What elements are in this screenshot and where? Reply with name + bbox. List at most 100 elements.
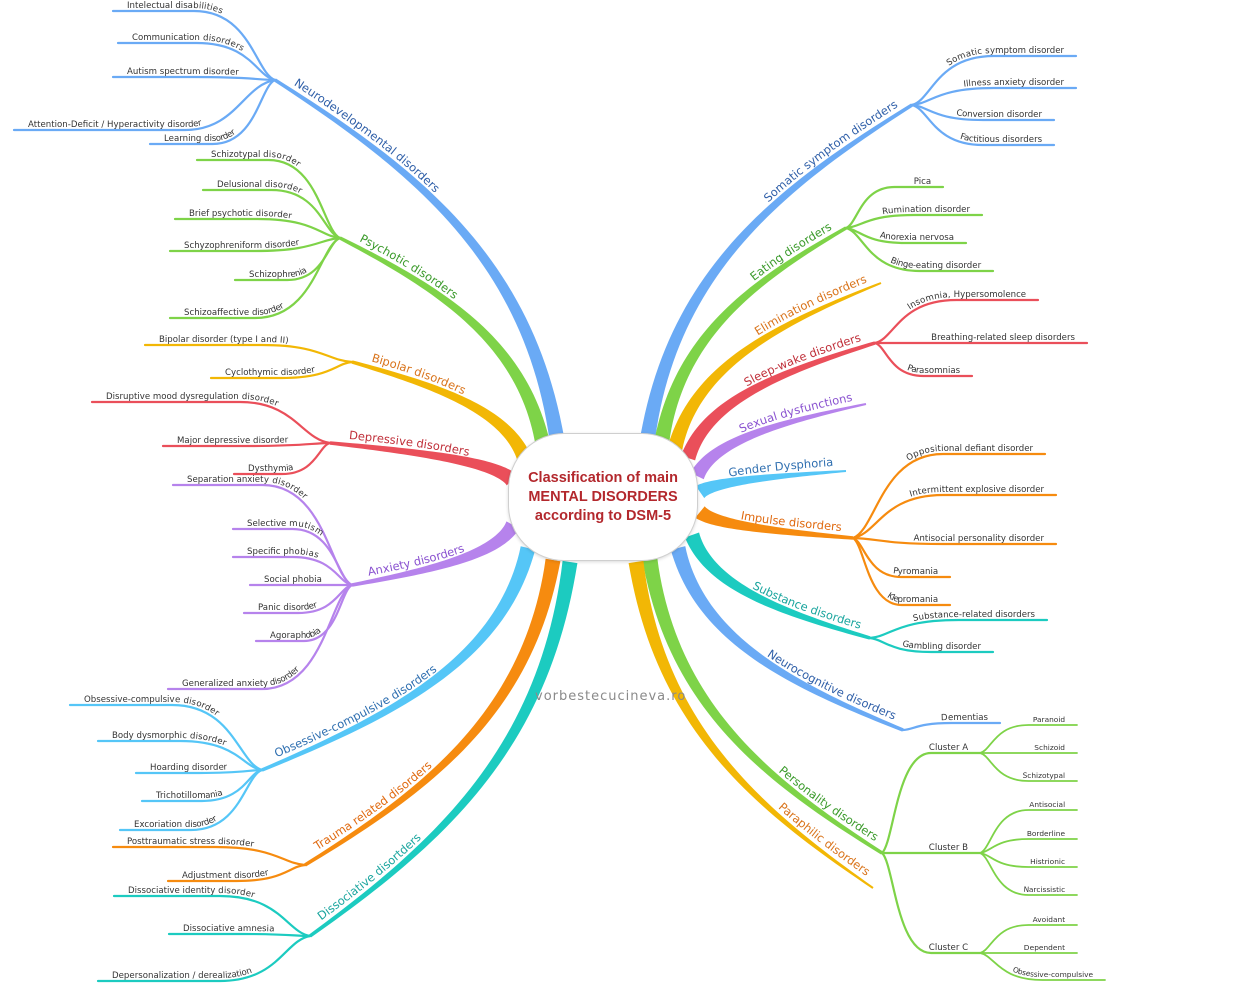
subtopic-schizotypal[interactable]: Schizotypal: [1022, 771, 1065, 780]
branch-label[interactable]: Somatic symptom disorders: [761, 97, 900, 205]
subtopic-obsessive-compulsive-text: Obsessive-compulsive: [1012, 965, 1094, 979]
subtopic-binge-eating-disorder[interactable]: Binge-eating disorder: [889, 256, 982, 271]
subtopic-separation-anxiety-disorder[interactable]: Separation anxiety disorder: [187, 475, 309, 502]
subtopic-agoraphobia[interactable]: Agoraphobia: [270, 626, 323, 641]
branch-label[interactable]: Psychotic disorders: [358, 231, 461, 302]
subtopic-schizoid[interactable]: Schizoid: [1034, 743, 1065, 752]
subtopic-rumination-disorder[interactable]: Rumination disorder: [882, 205, 971, 217]
subtopic-attention-deficit-hyperactivity-disorder[interactable]: Attention-Deficit / Hyperactivity disord…: [28, 118, 203, 130]
subtopic-schizoid-text: Schizoid: [1034, 743, 1065, 752]
subtopic-agoraphobia-text: Agoraphobia: [270, 626, 323, 641]
subtopic-major-depressive-disorder[interactable]: Major depressive disorder: [177, 435, 289, 446]
subtopic-major-depressive-disorder-text: Major depressive disorder: [177, 435, 289, 446]
subtopic-narcissistic[interactable]: Narcissistic: [1023, 885, 1065, 894]
connector-line: [851, 452, 1047, 540]
subtopic-excoriation-disorder[interactable]: Excoriation disorder: [134, 814, 219, 830]
subtopic-adjustment-disorder[interactable]: Adjustment disorder: [182, 868, 270, 881]
subtopic-antisocial[interactable]: Antisocial: [1029, 800, 1065, 809]
main-branch-line: [695, 506, 854, 540]
subtopic-bipolar-disorder-type-i-and-ii[interactable]: Bipolar disorder (type I and II): [159, 335, 289, 346]
subtopic-pica[interactable]: Pica: [914, 177, 931, 187]
subtopic-illness-anxiety-disorder[interactable]: Illness anxiety disorder: [963, 78, 1065, 90]
connector-line: [979, 852, 1078, 896]
subtopic-hoarding-disorder-text: Hoarding disorder: [150, 762, 228, 773]
subtopic-cluster-b[interactable]: Cluster B: [929, 843, 968, 853]
connector-line: [96, 739, 264, 772]
branch-label[interactable]: Neurocognitive disorders: [765, 647, 898, 723]
subtopic-avoidant[interactable]: Avoidant: [1033, 915, 1066, 924]
connector-line: [111, 845, 307, 867]
connector-line: [134, 768, 264, 775]
main-branch-line: [329, 441, 518, 486]
branch-label-text: Eating disorders: [747, 219, 834, 283]
subtopic-klepromania-text: Klepromania: [885, 591, 938, 605]
subtopic-depersonalization-derealization[interactable]: Depersonalization / derealization: [112, 966, 253, 981]
subtopic-pyromania[interactable]: Pyromania: [892, 566, 938, 577]
central-topic[interactable]: Classification of main MENTAL DISORDERS …: [508, 433, 698, 561]
connector-line: [232, 441, 332, 476]
subtopic-factitious-disorders[interactable]: Factitious disorders: [959, 132, 1043, 145]
node-schizotypal-disorder: Schizotypal disorder: [195, 150, 342, 240]
subtopic-antisocial-personality-disorder[interactable]: Antisocial personality disorder: [913, 533, 1044, 544]
subtopic-schizophrenia[interactable]: Schizophrenia: [249, 266, 309, 280]
connector-line: [979, 852, 1078, 868]
branch-label[interactable]: Sexual dysfunctions: [737, 390, 854, 436]
subtopic-parasomnias[interactable]: Parasomnias: [906, 363, 961, 376]
subtopic-trichotillomania[interactable]: Trichotillomania: [155, 788, 224, 801]
subtopic-intermittent-explosive-disorder[interactable]: Intermittent explosive disorder: [908, 485, 1044, 500]
subtopic-cluster-b-text: Cluster B: [929, 843, 968, 853]
subtopic-posttraumatic-stress-disorder[interactable]: Posttraumatic stress disorder: [127, 837, 255, 850]
subtopic-histrionic[interactable]: Histrionic: [1030, 857, 1065, 866]
subtopic-disruptive-mood-dysregulation-disorder[interactable]: Disruptive mood dysregulation disorder: [106, 392, 280, 409]
connector-line: [116, 41, 277, 82]
subtopic-brief-psychotic-disorder-text: Brief psychotic disorder: [189, 209, 293, 222]
branch-label[interactable]: Personality disorders: [776, 763, 881, 844]
subtopic-obsessive-compulsive[interactable]: Obsessive-compulsive: [1012, 965, 1094, 979]
subtopic-breathing-related-sleep-disorders[interactable]: Breathing-related sleep disorders: [931, 333, 1075, 343]
subtopic-brief-psychotic-disorder[interactable]: Brief psychotic disorder: [189, 209, 293, 222]
connector-line: [173, 217, 342, 240]
subtopic-dissociative-identity-disorder[interactable]: Dissociative identity disorder: [128, 886, 256, 901]
subtopic-klepromania[interactable]: Klepromania: [885, 591, 938, 605]
branch-label[interactable]: Elimination disorders: [752, 272, 869, 338]
subtopic-dementias[interactable]: Dementias: [941, 713, 989, 723]
subtopic-dependent[interactable]: Dependent: [1024, 943, 1065, 952]
subtopic-social-phobia[interactable]: Social phobia: [264, 575, 322, 585]
subtopic-dementias-text: Dementias: [941, 713, 989, 723]
subtopic-panic-disorder[interactable]: Panic disorder: [258, 600, 319, 613]
subtopic-obsessive-compulsive-disorder[interactable]: Obsessive-compulsive disorder: [84, 695, 221, 719]
subtopic-anorexia-nervosa[interactable]: Anorexia nervosa: [879, 231, 954, 243]
node-parasomnias: Parasomnias: [873, 341, 974, 378]
subtopic-autism-spectrum-disorder[interactable]: Autism spectrum disorder: [127, 67, 239, 78]
node-specific-phobias: Specific phobias: [231, 547, 354, 587]
connector-line: [844, 213, 984, 230]
subtopic-somatic-symptom-disorder[interactable]: Somatic symptom disorder: [945, 46, 1065, 68]
subtopic-oppositional-defiant-disorder-text: Oppositional defiant disorder: [905, 444, 1034, 463]
subtopic-dysthymia[interactable]: Dysthymia: [248, 463, 294, 474]
branch-label[interactable]: Eating disorders: [747, 219, 834, 283]
subtopic-gambling-disorder[interactable]: Gambling disorder: [902, 639, 982, 652]
connector-line: [851, 536, 952, 607]
connector-line: [112, 894, 312, 938]
subtopic-conversion-disorder[interactable]: Conversion disorder: [956, 108, 1043, 120]
subtopic-schizotypal-disorder[interactable]: Schizotypal disorder: [211, 150, 303, 170]
node-factitious-disorders: Factitious disorders: [910, 103, 1056, 147]
subtopic-cluster-c[interactable]: Cluster C: [929, 943, 968, 953]
subtopic-pyromania-text: Pyromania: [892, 566, 938, 577]
subtopic-schizophrenia-text: Schizophrenia: [249, 266, 309, 280]
subtopic-body-dysmorphic-disorder[interactable]: Body dysmorphic disorder: [112, 731, 228, 749]
subtopic-schizoaffective-disorder[interactable]: Schizoaffective disorder: [184, 301, 286, 318]
subtopic-hoarding-disorder[interactable]: Hoarding disorder: [150, 762, 228, 773]
node-breathing-related-sleep-disorders: Breathing-related sleep disorders: [873, 333, 1089, 345]
subtopic-oppositional-defiant-disorder[interactable]: Oppositional defiant disorder: [905, 444, 1034, 463]
subtopic-paranoid[interactable]: Paranoid: [1033, 715, 1066, 724]
branch-label[interactable]: Neurodevelopmental disorders: [292, 76, 443, 196]
connector-line: [979, 752, 1078, 782]
subtopic-schyzophreniform-disorder[interactable]: Schyzophreniform disorder: [184, 238, 300, 251]
subtopic-cluster-a[interactable]: Cluster A: [929, 743, 968, 753]
subtopic-cyclothymic-disorder[interactable]: Cyclothymic disorder: [225, 365, 316, 378]
subtopic-dissociative-amnesia[interactable]: Dissociative amnesia: [183, 924, 275, 934]
subtopic-panic-disorder-text: Panic disorder: [258, 600, 319, 613]
subtopic-borderline[interactable]: Borderline: [1027, 829, 1066, 838]
subtopic-intelectual-disabilities[interactable]: Intelectual disabilities: [127, 1, 225, 17]
